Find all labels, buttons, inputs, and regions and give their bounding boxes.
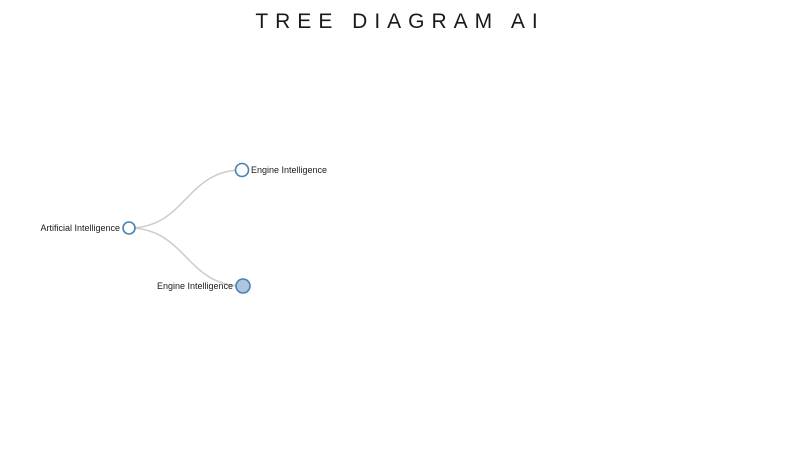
root-node-label: Artificial Intelligence — [40, 223, 120, 233]
tree-node-bottom-child: Engine Intelligence — [157, 278, 251, 294]
top-child-node-label: Engine Intelligence — [251, 165, 327, 175]
link-root-to-top-child — [128, 169, 243, 229]
root-node-circle[interactable] — [122, 221, 136, 235]
link-root-to-bottom-child — [128, 227, 244, 287]
tree-node-root: Artificial Intelligence — [40, 221, 136, 235]
bottom-child-node-circle[interactable] — [235, 278, 251, 294]
bottom-child-node-label: Engine Intelligence — [157, 281, 233, 291]
page-title: TREE DIAGRAM AI — [255, 10, 545, 33]
top-child-node-circle[interactable] — [234, 162, 250, 178]
tree-node-top-child: Engine Intelligence — [234, 162, 327, 178]
